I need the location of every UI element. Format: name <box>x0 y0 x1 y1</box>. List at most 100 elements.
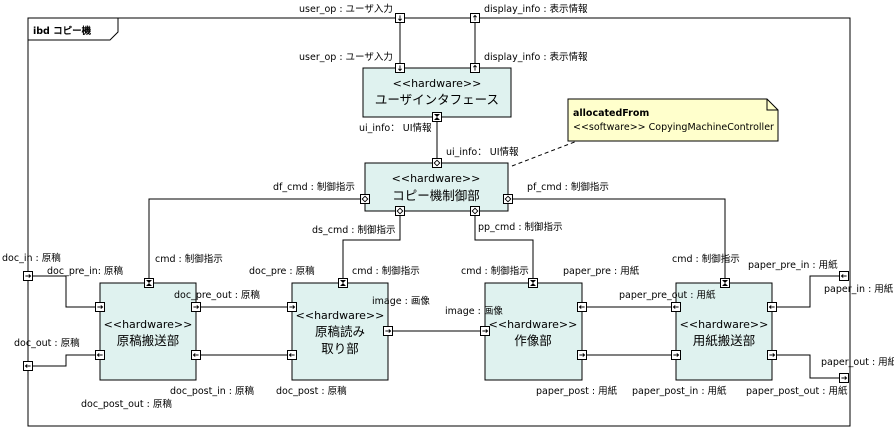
label-doc-post: doc_post : 原稿 <box>276 385 347 397</box>
port-doc-post-in-glyph <box>192 353 199 357</box>
block-document-feeder[interactable]: <<hardware>> 原稿搬送部 <box>99 282 197 381</box>
port-image-image-in[interactable] <box>480 326 490 336</box>
port-image-image-in-glyph <box>482 329 489 333</box>
port-cmd-image[interactable] <box>528 278 538 288</box>
port-doc-post-in[interactable] <box>191 350 201 360</box>
block-paper-stereotype: <<hardware>> <box>680 318 769 331</box>
port-display-info-ui-out[interactable] <box>470 63 480 73</box>
port-paper-in-frame-glyph <box>840 274 847 278</box>
port-paper-pre[interactable] <box>577 302 587 312</box>
port-user-op-frame-in-glyph <box>398 15 402 22</box>
port-paper-post-out[interactable] <box>767 350 777 360</box>
port-labels: user_op : ユーザ入力 display_info : 表示情報 user… <box>2 3 894 410</box>
block-paper-feeder[interactable]: <<hardware>> 用紙搬送部 <box>675 282 773 381</box>
port-paper-post-glyph <box>579 353 586 357</box>
port-paper-pre-out[interactable] <box>671 302 681 312</box>
label-ds-cmd: ds_cmd : 制御指示 <box>312 224 395 236</box>
label-paper-pre: paper_pre : 用紙 <box>563 265 640 277</box>
port-pp-cmd-glyph <box>471 207 479 215</box>
wire-doc-out <box>28 354 100 367</box>
label-cmd-docfeed: cmd : 制御指示 <box>155 253 223 265</box>
port-image-scan-out[interactable] <box>383 326 393 336</box>
port-ui-info-ctrl[interactable] <box>432 158 442 168</box>
label-cmd-image: cmd : 制御指示 <box>461 265 529 277</box>
port-paper-post-out-glyph <box>769 353 776 357</box>
port-pf-cmd[interactable] <box>503 194 513 204</box>
diagram-frame <box>27 17 851 427</box>
port-doc-out-frame[interactable] <box>23 361 33 371</box>
port-doc-in-frame-glyph <box>25 274 32 278</box>
label-doc-pre-out: doc_pre_out : 原稿 <box>174 289 260 301</box>
note-line-2: <<software>> CopyingMachineController <box>573 122 774 133</box>
port-doc-pre-in[interactable] <box>95 302 105 312</box>
port-user-op-frame-in[interactable] <box>395 13 405 23</box>
port-ui-info-ui-glyph <box>434 114 440 120</box>
block-document-scanner[interactable]: <<hardware>> 原稿読み 取り部 <box>291 282 389 381</box>
port-doc-post-glyph <box>288 353 295 357</box>
port-doc-in-frame[interactable] <box>23 271 33 281</box>
block-ui-stereotype: <<hardware>> <box>393 77 482 90</box>
port-doc-out-frame-glyph <box>24 364 31 368</box>
port-display-info-ui-out-glyph <box>473 64 477 71</box>
port-cmd-paper-glyph <box>722 280 728 286</box>
port-display-info-frame-out[interactable] <box>470 13 480 23</box>
block-docfeed-name: 原稿搬送部 <box>117 333 180 348</box>
label-doc-pre: doc_pre : 原稿 <box>249 265 315 277</box>
port-cmd-scan-glyph <box>340 280 346 286</box>
label-user-op-ui: user_op : ユーザ入力 <box>299 51 393 63</box>
port-display-info-frame-out-glyph <box>473 14 477 21</box>
port-paper-pre-out-glyph <box>672 305 679 309</box>
label-doc-post-out: doc_post_out : 原稿 <box>81 398 172 410</box>
port-doc-post[interactable] <box>287 350 297 360</box>
port-paper-out-frame-glyph <box>841 376 848 380</box>
port-cmd-docfeed-glyph <box>146 280 152 286</box>
note-line-1: allocatedFrom <box>573 108 649 119</box>
port-df-cmd[interactable] <box>360 194 370 204</box>
label-paper-pre-out: paper_pre_out : 用紙 <box>619 289 716 301</box>
block-copier-controller[interactable]: <<hardware>> コピー機制御部 <box>364 162 509 212</box>
label-cmd-scan: cmd : 制御指示 <box>352 265 420 277</box>
block-scan-name-line2: 取り部 <box>321 341 359 356</box>
block-image-name: 作像部 <box>514 333 552 348</box>
port-ui-info-ui[interactable] <box>432 112 442 122</box>
port-paper-in-frame[interactable] <box>839 271 849 281</box>
label-df-cmd: df_cmd : 制御指示 <box>273 181 355 193</box>
label-paper-pre-in: paper_pre_in : 用紙 <box>748 259 838 271</box>
port-doc-post-out[interactable] <box>95 350 105 360</box>
port-doc-pre-out[interactable] <box>191 302 201 312</box>
label-paper-in: paper_in : 用紙 <box>824 283 894 295</box>
frame-title-tab <box>28 18 119 41</box>
label-paper-out: paper_out : 用紙 <box>821 356 894 368</box>
port-user-op-ui-in[interactable] <box>395 63 405 73</box>
port-doc-pre-in-glyph <box>97 305 104 309</box>
port-cmd-image-glyph <box>530 280 536 286</box>
port-doc-pre-glyph <box>289 305 296 309</box>
block-docfeed-stereotype: <<hardware>> <box>104 318 193 331</box>
port-cmd-paper[interactable] <box>720 278 730 288</box>
port-paper-pre-in[interactable] <box>767 302 777 312</box>
label-paper-post: paper_post : 用紙 <box>536 385 618 397</box>
port-image-scan-out-glyph <box>385 329 392 333</box>
block-image-stereotype: <<hardware>> <box>489 318 578 331</box>
port-ds-cmd[interactable] <box>395 206 405 216</box>
block-user-interface[interactable]: <<hardware>> ユーザインタフェース <box>362 67 512 118</box>
port-ds-cmd-glyph <box>396 207 404 215</box>
allocation-dashed-link <box>511 132 599 167</box>
port-cmd-docfeed[interactable] <box>144 278 154 288</box>
block-scan-stereotype: <<hardware>> <box>296 309 385 322</box>
wire-df-cmd <box>148 198 365 283</box>
allocation-note[interactable]: allocatedFrom <<software>> CopyingMachin… <box>567 98 779 142</box>
block-image-forming[interactable]: <<hardware>> 作像部 <box>484 282 583 381</box>
port-paper-out-frame[interactable] <box>839 373 849 383</box>
label-doc-post-in: doc_post_in : 原稿 <box>170 385 254 397</box>
port-paper-post[interactable] <box>577 350 587 360</box>
port-doc-pre[interactable] <box>287 302 297 312</box>
label-user-op-frame: user_op : ユーザ入力 <box>299 3 393 15</box>
port-pp-cmd[interactable] <box>470 206 480 216</box>
port-cmd-scan[interactable] <box>338 278 348 288</box>
port-paper-post-in[interactable] <box>671 350 681 360</box>
port-ui-info-ctrl-glyph <box>433 159 441 167</box>
label-display-info-ui: display_info : 表示情報 <box>484 51 588 63</box>
wire-pp-cmd <box>474 211 534 283</box>
